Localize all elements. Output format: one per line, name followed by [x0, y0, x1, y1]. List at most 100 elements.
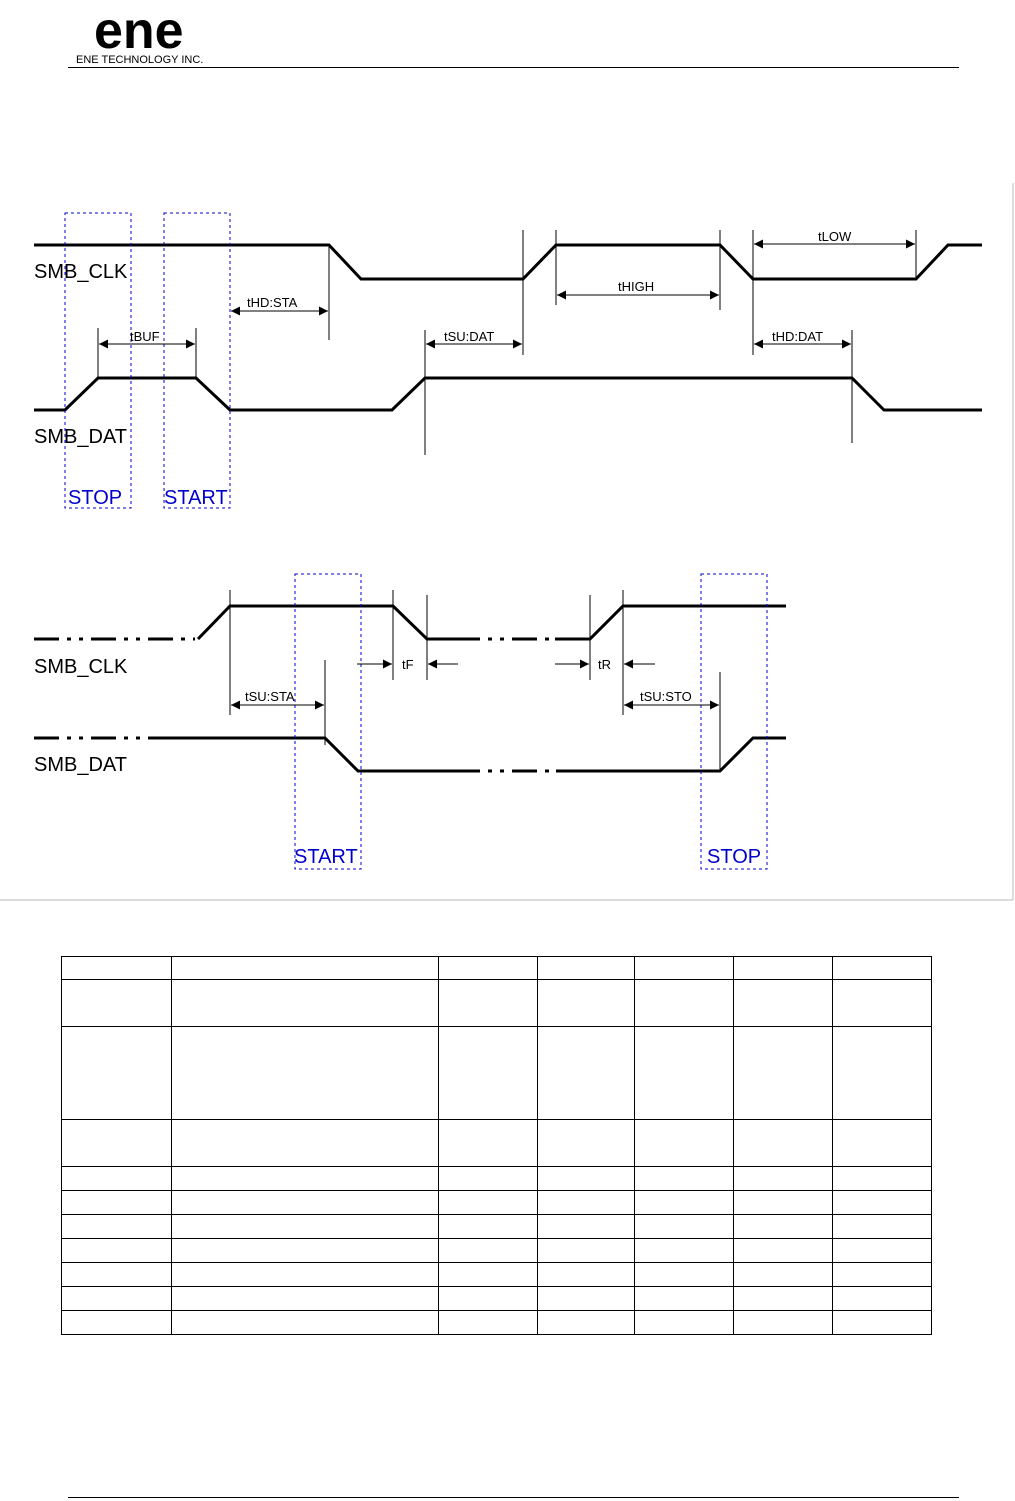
- table-cell: [634, 1190, 734, 1215]
- table-cell: [832, 979, 932, 1027]
- table-cell: [61, 956, 172, 980]
- table-cell: [832, 1026, 932, 1120]
- table-cell: [61, 1119, 172, 1167]
- table-cell: [61, 1238, 172, 1263]
- table-cell: [438, 1166, 538, 1191]
- table-cell: [832, 1119, 932, 1167]
- tr-label: tR: [598, 657, 611, 672]
- tlow-label: tLOW: [818, 229, 852, 244]
- bottom-dat-waveform: [34, 736, 786, 773]
- table-cell: [832, 1166, 932, 1191]
- table-row: [61, 1214, 932, 1239]
- table-cell: [733, 956, 833, 980]
- table-cell: [438, 979, 538, 1027]
- table-cell: [537, 956, 635, 980]
- thigh-label: tHIGH: [618, 279, 654, 294]
- table-cell: [832, 956, 932, 980]
- table-cell: [171, 1190, 439, 1215]
- table-cell: [61, 1214, 172, 1239]
- table-cell: [733, 1026, 833, 1120]
- table-cell: [537, 1310, 635, 1335]
- header-divider: [68, 67, 959, 68]
- diagram-frame: [0, 183, 1014, 901]
- table-cell: [832, 1214, 932, 1239]
- table-cell: [537, 1190, 635, 1215]
- table-cell: [537, 979, 635, 1027]
- table-cell: [537, 1166, 635, 1191]
- top-dat-waveform: [34, 376, 982, 412]
- table-cell: [733, 1310, 833, 1335]
- table-cell: [171, 1026, 439, 1120]
- bottom-reference-lines: [229, 590, 721, 770]
- table-cell: [634, 979, 734, 1027]
- table-cell: [634, 1262, 734, 1287]
- table-row: [61, 1238, 932, 1263]
- table-cell: [634, 1214, 734, 1239]
- table-cell: [537, 1286, 635, 1311]
- table-cell: [171, 1262, 439, 1287]
- top-dimension-arrows: [99, 239, 915, 349]
- bottom-clk-label: SMB_CLK: [34, 656, 128, 678]
- company-name: ENE TECHNOLOGY INC.: [76, 54, 204, 66]
- smbus-timing-diagram: SMB_CLK SMB_DAT STOP START tHD:STA tBUF …: [0, 183, 1014, 901]
- table-cell: [171, 1310, 439, 1335]
- table-cell: [171, 1166, 439, 1191]
- top-stop-label: STOP: [68, 487, 122, 509]
- table-cell: [171, 1119, 439, 1167]
- table-cell: [171, 956, 439, 980]
- table-cell: [832, 1190, 932, 1215]
- table-cell: [832, 1262, 932, 1287]
- tsu-sto-label: tSU:STO: [640, 689, 692, 704]
- bottom-stop-box: STOP: [700, 573, 768, 870]
- tbuf-label: tBUF: [130, 329, 160, 344]
- logo-text: ene: [94, 8, 184, 54]
- table-cell: [634, 956, 734, 980]
- table-cell: [438, 1238, 538, 1263]
- table-cell: [537, 1214, 635, 1239]
- table-cell: [832, 1238, 932, 1263]
- table-cell: [832, 1286, 932, 1311]
- bottom-start-label: START: [294, 846, 358, 868]
- table-cell: [634, 1026, 734, 1120]
- bottom-start-box: START: [294, 573, 362, 870]
- table-cell: [537, 1262, 635, 1287]
- table-cell: [61, 1310, 172, 1335]
- table-row: [61, 956, 932, 980]
- table-cell: [61, 1262, 172, 1287]
- tsu-sta-label: tSU:STA: [245, 689, 295, 704]
- table-cell: [733, 1262, 833, 1287]
- top-clk-waveform: [34, 243, 982, 281]
- table-cell: [733, 1238, 833, 1263]
- table-cell: [438, 1214, 538, 1239]
- table-row: [61, 1286, 932, 1311]
- table-cell: [171, 1286, 439, 1311]
- table-cell: [438, 1119, 538, 1167]
- table-cell: [61, 1166, 172, 1191]
- tf-label: tF: [402, 657, 414, 672]
- table-cell: [832, 1310, 932, 1335]
- table-cell: [733, 1119, 833, 1167]
- top-reference-lines: [97, 230, 917, 455]
- table-cell: [61, 979, 172, 1027]
- table-cell: [733, 1286, 833, 1311]
- table-cell: [733, 1214, 833, 1239]
- bottom-stop-label: STOP: [707, 846, 761, 868]
- table-cell: [438, 1262, 538, 1287]
- table-row: [61, 1166, 932, 1191]
- table-row: [61, 1026, 932, 1120]
- table-cell: [438, 1190, 538, 1215]
- table-cell: [438, 956, 538, 980]
- tsu-dat-label: tSU:DAT: [444, 329, 494, 344]
- bottom-clk-waveform: [34, 604, 786, 641]
- table-cell: [634, 1166, 734, 1191]
- top-clk-label: SMB_CLK: [34, 261, 128, 283]
- table-cell: [634, 1238, 734, 1263]
- thd-dat-label: tHD:DAT: [772, 329, 823, 344]
- table-cell: [537, 1119, 635, 1167]
- top-stop-box: STOP: [64, 212, 132, 509]
- table-cell: [733, 1190, 833, 1215]
- timing-parameter-table: [61, 956, 932, 1335]
- table-cell: [61, 1026, 172, 1120]
- table-cell: [537, 1026, 635, 1120]
- table-row: [61, 1119, 932, 1167]
